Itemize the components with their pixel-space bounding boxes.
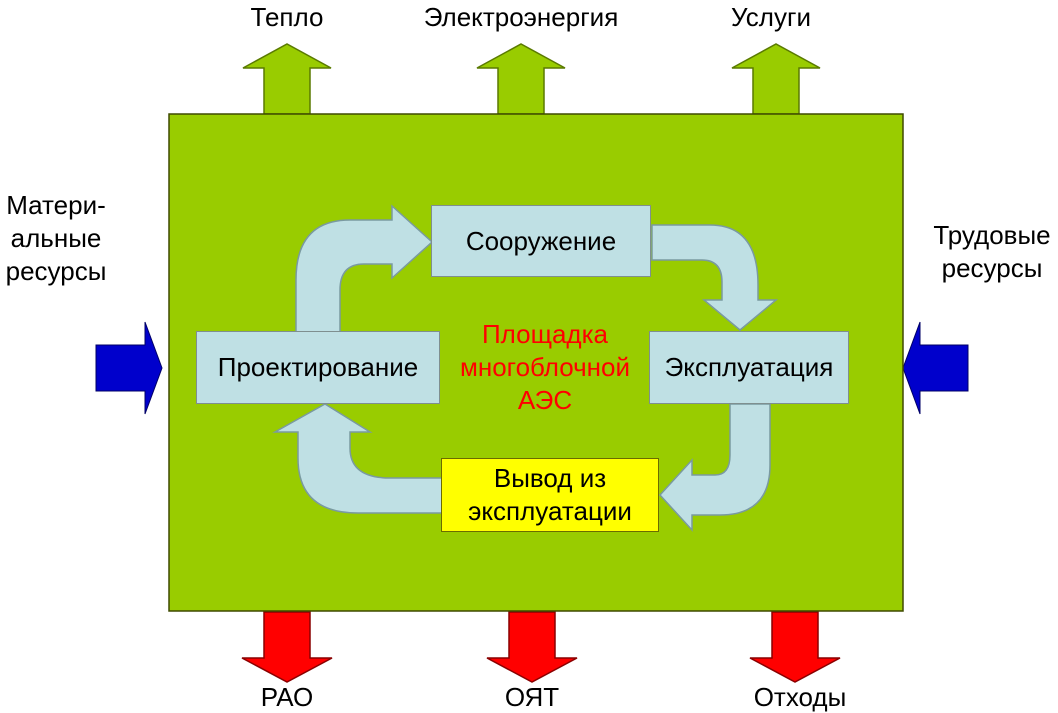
input-label-material-line-3: ресурсы: [5, 256, 107, 286]
output-label-heat: Тепло: [250, 2, 324, 32]
cycle-arrow-operation-to-decommissioning: [658, 403, 771, 532]
output-arrow-services: [731, 43, 821, 115]
stage-operation-label: Эксплуатация: [664, 352, 834, 382]
site-title-line-2: многоблочной: [459, 352, 631, 382]
output-arrow-heat: [242, 43, 332, 115]
input-label-labour: Трудовые ресурсы: [926, 219, 1058, 285]
site-title-line-3: АЭС: [517, 385, 573, 415]
stage-design-label: Проектирование: [217, 352, 419, 382]
cycle-arrow-design-to-construction: [295, 204, 434, 333]
input-arrow-labour: [902, 321, 969, 415]
input-label-material-line-1: Матери-: [6, 190, 106, 220]
stage-operation: Эксплуатация: [649, 331, 849, 404]
site-title: Площадка многоблочной АЭС: [440, 318, 650, 417]
stage-design: Проектирование: [196, 331, 440, 404]
input-label-labour-line-2: ресурсы: [941, 253, 1043, 283]
waste-arrow-rao: [241, 611, 333, 683]
waste-arrow-oyat: [486, 611, 578, 683]
cycle-arrow-construction-to-operation: [651, 224, 779, 331]
waste-label-other: Отходы: [753, 682, 847, 712]
input-label-labour-line-1: Трудовые: [933, 220, 1051, 250]
input-label-material-line-2: альные: [10, 223, 102, 253]
stage-construction-label: Сооружение: [465, 225, 617, 256]
stage-decommissioning-line-1: Вывод из: [493, 463, 607, 493]
stage-decommissioning-line-2: эксплуатации: [468, 496, 632, 526]
input-label-material: Матери- альные ресурсы: [0, 189, 112, 288]
output-arrow-electricity: [476, 43, 566, 115]
output-label-electricity: Электроэнергия: [423, 2, 619, 32]
cycle-arrow-decommissioning-to-design: [272, 403, 443, 514]
output-label-services: Услуги: [731, 2, 811, 32]
waste-label-oyat: ОЯТ: [504, 682, 560, 712]
site-title-line-1: Площадка: [481, 319, 609, 349]
stage-construction: Сооружение: [431, 205, 651, 277]
waste-label-rao: РАО: [260, 682, 314, 712]
waste-arrow-other: [749, 611, 841, 683]
input-arrow-material: [95, 321, 163, 415]
stage-decommissioning: Вывод из эксплуатации: [441, 458, 659, 532]
